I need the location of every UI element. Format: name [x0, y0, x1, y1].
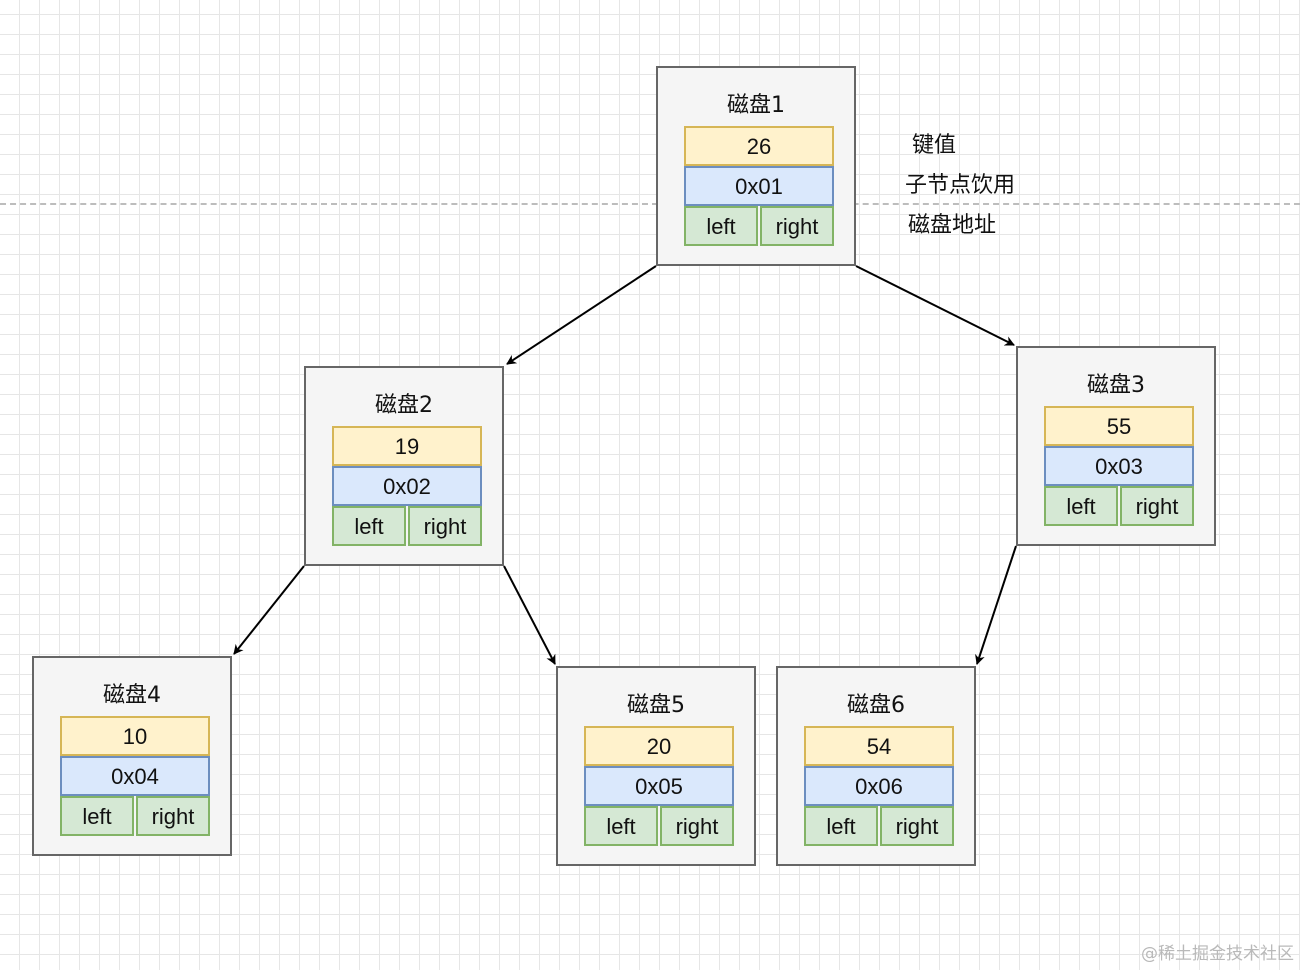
disk-node-4: 磁盘4 10 0x04 left right: [32, 656, 232, 856]
right-pointer-cell: right: [760, 206, 834, 246]
left-pointer-cell: left: [1044, 486, 1118, 526]
left-pointer-cell: left: [60, 796, 134, 836]
disk-title: 磁盘1: [727, 93, 785, 118]
key-cell: 54: [804, 726, 954, 766]
edge-disk2-disk5: [503, 565, 556, 665]
disk-title: 磁盘6: [847, 693, 905, 718]
edge-disk2-disk4: [233, 565, 305, 655]
address-cell: 0x03: [1044, 446, 1194, 486]
disk-title: 磁盘5: [627, 693, 685, 718]
key-cell: 20: [584, 726, 734, 766]
right-pointer-cell: right: [1120, 486, 1194, 526]
address-cell: 0x02: [332, 466, 482, 506]
left-pointer-cell: left: [584, 806, 658, 846]
address-cell: 0x01: [684, 166, 834, 206]
address-cell: 0x05: [584, 766, 734, 806]
right-pointer-cell: right: [660, 806, 734, 846]
edge-disk1-disk3: [855, 265, 1015, 346]
right-pointer-cell: right: [136, 796, 210, 836]
watermark: @稀土掘金技术社区: [1141, 944, 1294, 964]
key-cell: 19: [332, 426, 482, 466]
left-pointer-cell: left: [332, 506, 406, 546]
disk-node-3: 磁盘3 55 0x03 left right: [1016, 346, 1216, 546]
key-cell: 55: [1044, 406, 1194, 446]
key-cell: 10: [60, 716, 210, 756]
edge-disk1-disk2: [506, 265, 657, 365]
edge-disk3-disk6: [975, 545, 1017, 665]
address-cell: 0x04: [60, 756, 210, 796]
left-pointer-cell: left: [684, 206, 758, 246]
legend-key-label: 键值: [912, 133, 957, 158]
right-pointer-cell: right: [408, 506, 482, 546]
disk-node-2: 磁盘2 19 0x02 left right: [304, 366, 504, 566]
legend-child-ref-label: 子节点饮用: [905, 173, 1016, 198]
disk-node-1: 磁盘1 26 0x01 left right: [656, 66, 856, 266]
disk-node-5: 磁盘5 20 0x05 left right: [556, 666, 756, 866]
dashed-divider: [0, 203, 1300, 205]
disk-node-6: 磁盘6 54 0x06 left right: [776, 666, 976, 866]
address-cell: 0x06: [804, 766, 954, 806]
disk-title: 磁盘2: [375, 393, 433, 418]
key-cell: 26: [684, 126, 834, 166]
disk-title: 磁盘4: [103, 683, 161, 708]
right-pointer-cell: right: [880, 806, 954, 846]
legend-disk-address-label: 磁盘地址: [908, 213, 997, 238]
left-pointer-cell: left: [804, 806, 878, 846]
disk-title: 磁盘3: [1087, 373, 1145, 398]
